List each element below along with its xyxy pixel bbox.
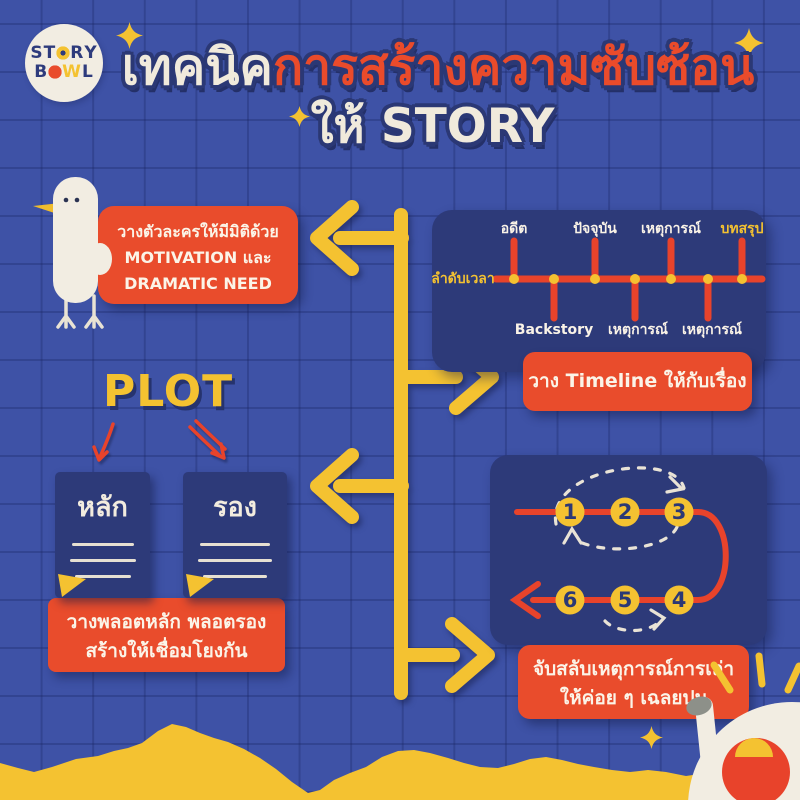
page-title-line-1: เทคนิคการสร้างความซับซ้อน: [0, 40, 800, 95]
plot-heading: PLOT: [103, 366, 234, 417]
plot-card-main: หลัก: [55, 472, 150, 598]
red-arrow-left: [98, 422, 115, 459]
sequence-number: 1: [562, 500, 578, 524]
arrow-right-icon: [445, 617, 495, 693]
logo-letter: Y: [84, 42, 98, 63]
timeline-bottom-label: Backstory: [514, 322, 594, 338]
sequence-number: 6: [562, 588, 578, 612]
arrow-left-icon: [310, 448, 359, 524]
mascot-mouth: [722, 738, 790, 800]
sequence-panel: [490, 455, 767, 645]
timeline-top-label: อดีต: [500, 221, 528, 237]
timeline-bottom-label: เหตุการณ์: [682, 322, 742, 338]
plot-card-secondary: รอง: [183, 472, 287, 598]
logo-text-story: STORY: [30, 42, 98, 63]
tip-timeline-box: วาง Timeline ให้กับเรื่อง: [523, 352, 752, 411]
tip-plot-line-2: สร้างให้เชื่อมโยงกัน: [85, 640, 248, 663]
red-arrow-right: [188, 425, 221, 457]
timeline-top-label: บทสรุป: [720, 221, 764, 237]
page-title-line-2: ให้ STORY: [310, 99, 555, 154]
sequence-number: 3: [671, 500, 687, 524]
bird-beak: [33, 201, 79, 221]
logo-letter: W: [62, 62, 82, 82]
red-arrowhead-icon: [210, 442, 226, 460]
logo-letter-o: O: [56, 45, 71, 60]
text-line-decoration: [203, 575, 267, 578]
plot-card-main-title: หลัก: [77, 492, 128, 523]
text-line-decoration: [200, 543, 270, 546]
tip-sequence-line-1: จับสลับเหตุการณ์การเล่า: [532, 658, 735, 680]
logo-letter: R: [70, 42, 85, 63]
tip-plot-box: วางพลอตหลัก พลอตรอง สร้างให้เชื่อมโยงกัน: [48, 598, 285, 672]
logo-text-bowl: BOWL: [34, 62, 94, 82]
bird-eye: [63, 197, 69, 203]
tip-motivation-box: วางตัวละครให้มีมิติด้วย MOTIVATION และ D…: [98, 206, 298, 304]
mascot-mouth-highlight: [735, 738, 773, 757]
text-line-decoration: [71, 543, 134, 546]
sequence-number: 5: [617, 588, 633, 612]
timeline-bottom-label: เหตุการณ์: [608, 322, 668, 338]
brand-logo: STORY BOWL: [25, 24, 103, 102]
timeline-top-label: ปัจจุบัน: [573, 221, 617, 237]
logo-letter: S: [30, 42, 44, 63]
tip-motivation-line-3: DRAMATIC NEED: [124, 273, 272, 293]
tip-sequence-line-2: ให้ค่อย ๆ เฉลยปม: [559, 687, 708, 710]
sparkle-icon: [640, 726, 663, 749]
text-line-decoration: [69, 559, 136, 562]
text-line-decoration: [198, 559, 272, 562]
arrow-left-icon: [310, 200, 359, 276]
tip-motivation-line-1: วางตัวละครให้มีมิติด้วย: [117, 222, 279, 241]
logo-letter: T: [43, 42, 57, 63]
logo-letter: L: [81, 62, 94, 82]
tip-motivation-line-2: MOTIVATION และ: [124, 247, 272, 267]
tip-sequence-box: จับสลับเหตุการณ์การเล่า ให้ค่อย ๆ เฉลยปม: [518, 645, 749, 719]
bird-eye: [74, 197, 80, 203]
plot-card-secondary-title: รอง: [213, 492, 257, 523]
timeline-axis-label: ลำดับเวลา: [431, 271, 495, 287]
text-line-decoration: [74, 575, 131, 578]
bird-body: [53, 177, 98, 303]
bird-legs: [56, 294, 104, 329]
title-highlight-text: การสร้างความซับซ้อน: [272, 38, 755, 96]
logo-letter: B: [34, 62, 49, 82]
sequence-number: 4: [671, 588, 687, 612]
sequence-number: 2: [617, 500, 633, 524]
tip-plot-line-1: วางพลอตหลัก พลอตรอง: [66, 611, 267, 633]
title-normal-text: เทคนิค: [121, 38, 273, 96]
red-arrow-right: [194, 419, 227, 451]
logo-letter-o: O: [48, 65, 63, 79]
red-arrowhead-icon: [92, 445, 109, 462]
timeline-top-label: เหตุการณ์: [641, 221, 701, 237]
